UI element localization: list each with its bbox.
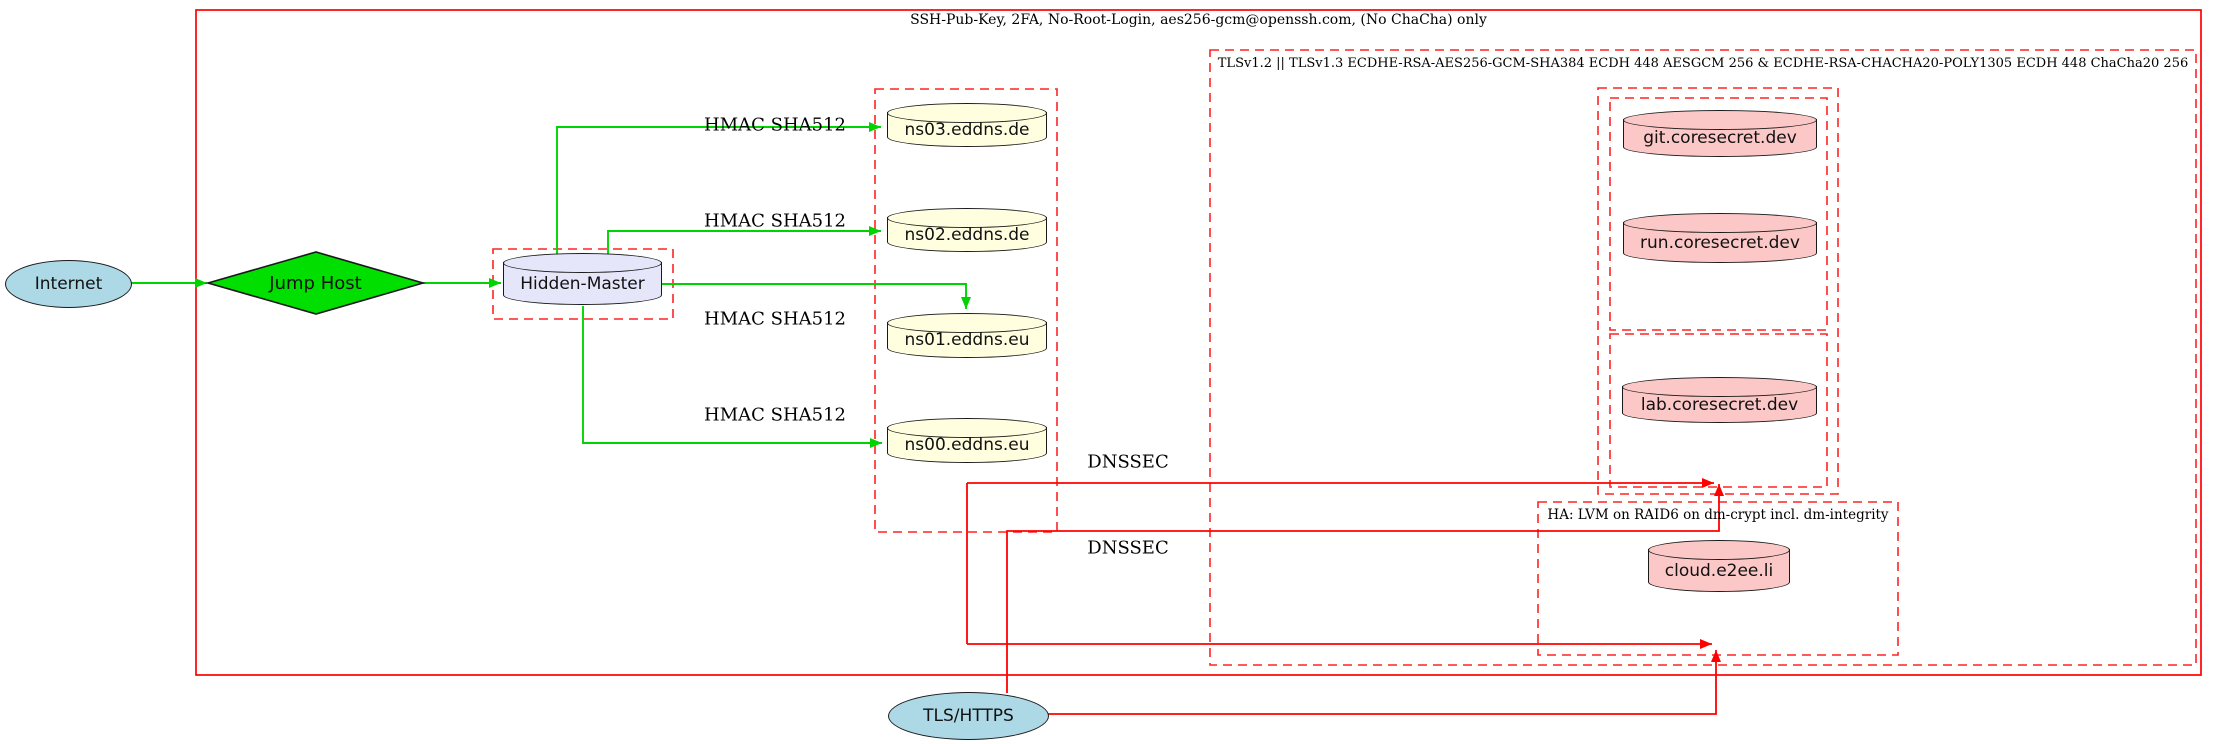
edge-label-hmac-ns02: HMAC SHA512 [703, 210, 847, 232]
hidden-master-node: Hidden-Master [503, 253, 662, 305]
ssh-cluster-label: SSH-Pub-Key, 2FA, No-Root-Login, aes256-… [910, 12, 1487, 28]
edge-hm-ns03 [556, 122, 881, 262]
lab-label: lab.coresecret.dev [1640, 394, 1799, 415]
cylinder-cap [887, 208, 1047, 228]
run-node: run.coresecret.dev [1623, 213, 1817, 263]
internet-label: Internet [34, 274, 103, 294]
ns00-label: ns00.eddns.eu [904, 435, 1030, 455]
edge-tls-to-lab [1006, 484, 1724, 693]
jump-host-diamond [205, 251, 426, 315]
tls-https-node: TLS/HTTPS [888, 692, 1049, 740]
hidden-master-label: Hidden-Master [520, 273, 645, 294]
ns02-node: ns02.eddns.de [887, 208, 1047, 252]
edge-tls-to-cloud [1047, 650, 1721, 715]
cylinder-cap [887, 418, 1047, 438]
run-label: run.coresecret.dev [1640, 232, 1800, 253]
ns01-label: ns01.eddns.eu [904, 330, 1030, 350]
lab-cluster-box [1609, 333, 1828, 488]
edge-label-dnssec-1: DNSSEC [1087, 451, 1169, 473]
ns01-node: ns01.eddns.eu [887, 313, 1047, 358]
gitrun-cluster-box [1609, 97, 1828, 331]
tls-https-label: TLS/HTTPS [923, 706, 1014, 726]
edge-hm-ns00 [582, 306, 882, 448]
edge-label-hmac-ns01: HMAC SHA512 [703, 308, 847, 330]
git-label: git.coresecret.dev [1643, 128, 1797, 148]
edge-label-hmac-ns03: HMAC SHA512 [703, 114, 847, 136]
edge-hm-ns01 [662, 283, 971, 309]
cloud-node: cloud.e2ee.li [1648, 540, 1790, 592]
ns00-node: ns00.eddns.eu [887, 418, 1047, 463]
internet-node: Internet [5, 260, 132, 308]
tls-cluster-label: TLSv1.2 || TLSv1.3 ECDHE-RSA-AES256-GCM-… [1217, 56, 2189, 71]
cylinder-cap [887, 103, 1047, 123]
ha-cluster-label: HA: LVM on RAID6 on dm-crypt incl. dm-in… [1547, 507, 1889, 523]
cylinder-cap [1622, 377, 1817, 397]
lab-node: lab.coresecret.dev [1622, 377, 1817, 423]
edge-hm-ns02 [607, 226, 881, 262]
edge-label-hmac-ns00: HMAC SHA512 [703, 404, 847, 426]
jump-host-node: Jump Host [208, 252, 423, 314]
ns02-label: ns02.eddns.de [904, 224, 1030, 245]
green-edges [130, 122, 971, 448]
ns03-node: ns03.eddns.de [887, 103, 1047, 147]
git-node: git.coresecret.dev [1623, 110, 1817, 157]
ns03-label: ns03.eddns.de [904, 119, 1030, 140]
cylinder-cap [1623, 213, 1817, 233]
red-edges [966, 478, 1724, 715]
cylinder-cap [887, 313, 1047, 333]
jump-host-label: Jump Host [269, 272, 362, 294]
ssh-cluster-box [195, 9, 2202, 676]
tls-cluster-box [1209, 49, 2197, 666]
dns-cluster-box [874, 88, 1058, 533]
cylinder-cap [1648, 540, 1790, 560]
cloud-label: cloud.e2ee.li [1664, 560, 1774, 581]
cylinder-cap [503, 253, 662, 273]
edge-label-dnssec-2: DNSSEC [1087, 537, 1169, 559]
cylinder-cap [1623, 110, 1817, 130]
